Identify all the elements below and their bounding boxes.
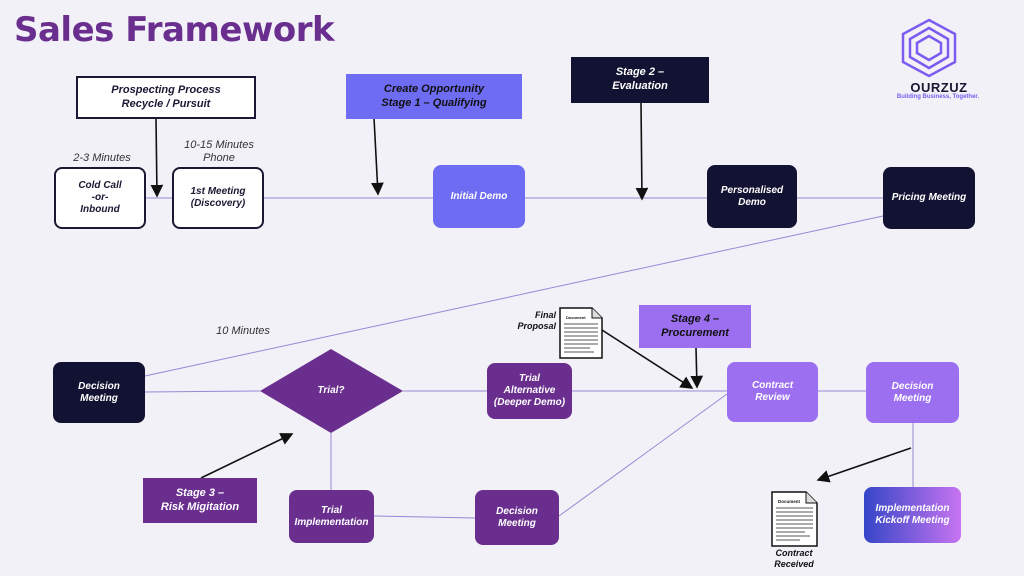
arrow-prospecting [150,117,164,198]
final-proposal-doc-heading: Document [566,315,586,320]
arrow-stage2 [635,102,649,201]
contract-received-label: Contract Received [774,548,814,569]
trial-node-label[interactable]: Trial? [317,385,345,396]
first-meeting-node[interactable]: 1st Meeting (Discovery) [172,167,264,229]
logo-tagline: Building Business, Together. [896,94,980,100]
contract-received-document-icon [771,491,818,547]
final-proposal-label: Final Proposal [517,310,556,331]
stage2-label: Stage 2 – Evaluation [571,57,709,103]
contract-doc-heading: Document [778,499,801,504]
connector-decision3-to-contract [558,393,728,517]
page-title: Sales Framework [14,10,335,50]
arrow-contract-received [816,447,912,483]
stage4-label: Stage 4 – Procurement [639,305,751,348]
decision-time-note: 10 Minutes [216,325,270,337]
connector-pricing-to-decision [144,215,884,377]
ourzuz-logo-icon [901,18,957,78]
arrow-stage3 [200,433,294,479]
stage3-label: Stage 3 – Risk Migitation [143,478,257,523]
initial-demo-node[interactable]: Initial Demo [433,165,525,228]
contract-review-node[interactable]: Contract Review [727,362,818,422]
decision-meeting-node-2[interactable]: Decision Meeting [866,362,959,423]
arrow-final-proposal [601,329,694,389]
trial-diamond [260,349,403,433]
connector-decision-to-trial [144,390,261,393]
stage1-label: Create Opportunity Stage 1 – Qualifying [346,74,522,119]
prospecting-label: Prospecting Process Recycle / Pursuit [76,76,256,119]
first-meeting-time-note: 10-15 Minutes Phone [184,139,254,165]
trial-alternative-node[interactable]: Trial Alternative (Deeper Demo) [487,363,572,419]
arrow-stage1 [371,117,384,196]
implementation-kickoff-node[interactable]: Implementation Kickoff Meeting [864,487,961,543]
personalised-demo-node[interactable]: Personalised Demo [707,165,797,228]
connector-implementation-to-decision [373,515,476,519]
final-proposal-document-icon [559,307,603,359]
pricing-meeting-node[interactable]: Pricing Meeting [883,167,975,229]
arrow-stage4 [690,347,704,389]
cold-call-time-note: 2-3 Minutes [73,152,131,164]
logo-name: OURZUZ [910,80,968,95]
decision-meeting-node-1[interactable]: Decision Meeting [53,362,145,423]
cold-call-node[interactable]: Cold Call -or- Inbound [54,167,146,229]
decision-meeting-node-3[interactable]: Decision Meeting [475,490,559,545]
trial-implementation-node[interactable]: Trial Implementation [289,490,374,543]
